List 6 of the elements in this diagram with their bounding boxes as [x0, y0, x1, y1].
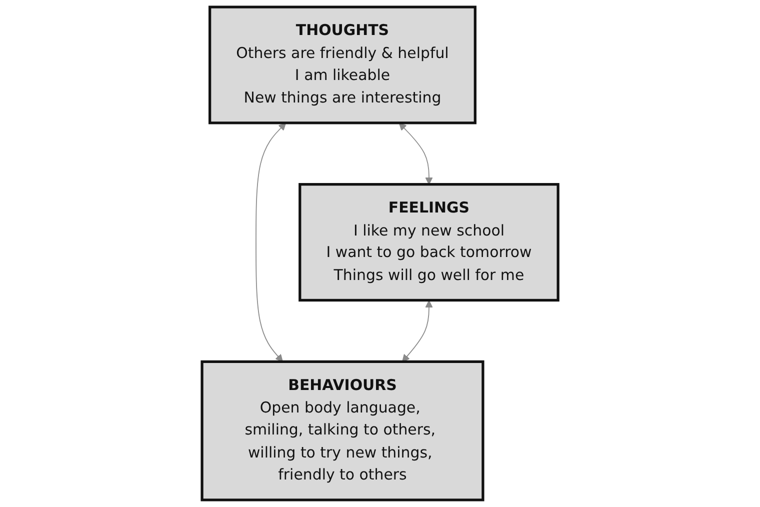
node-box: THOUGHTS Others are friendly & helpful I am likeable New things are interesting — [208, 6, 476, 124]
arrow — [398, 122, 433, 185]
arrow — [402, 300, 433, 362]
node-box: FEELINGS I like my new school I want to go back tomorrow Things will go well for me — [298, 183, 560, 302]
arrow — [256, 122, 286, 362]
node-box: BEHAVIOURS Open body language, smiling, talking to others, willing to try new things, friendly to others — [200, 360, 484, 502]
